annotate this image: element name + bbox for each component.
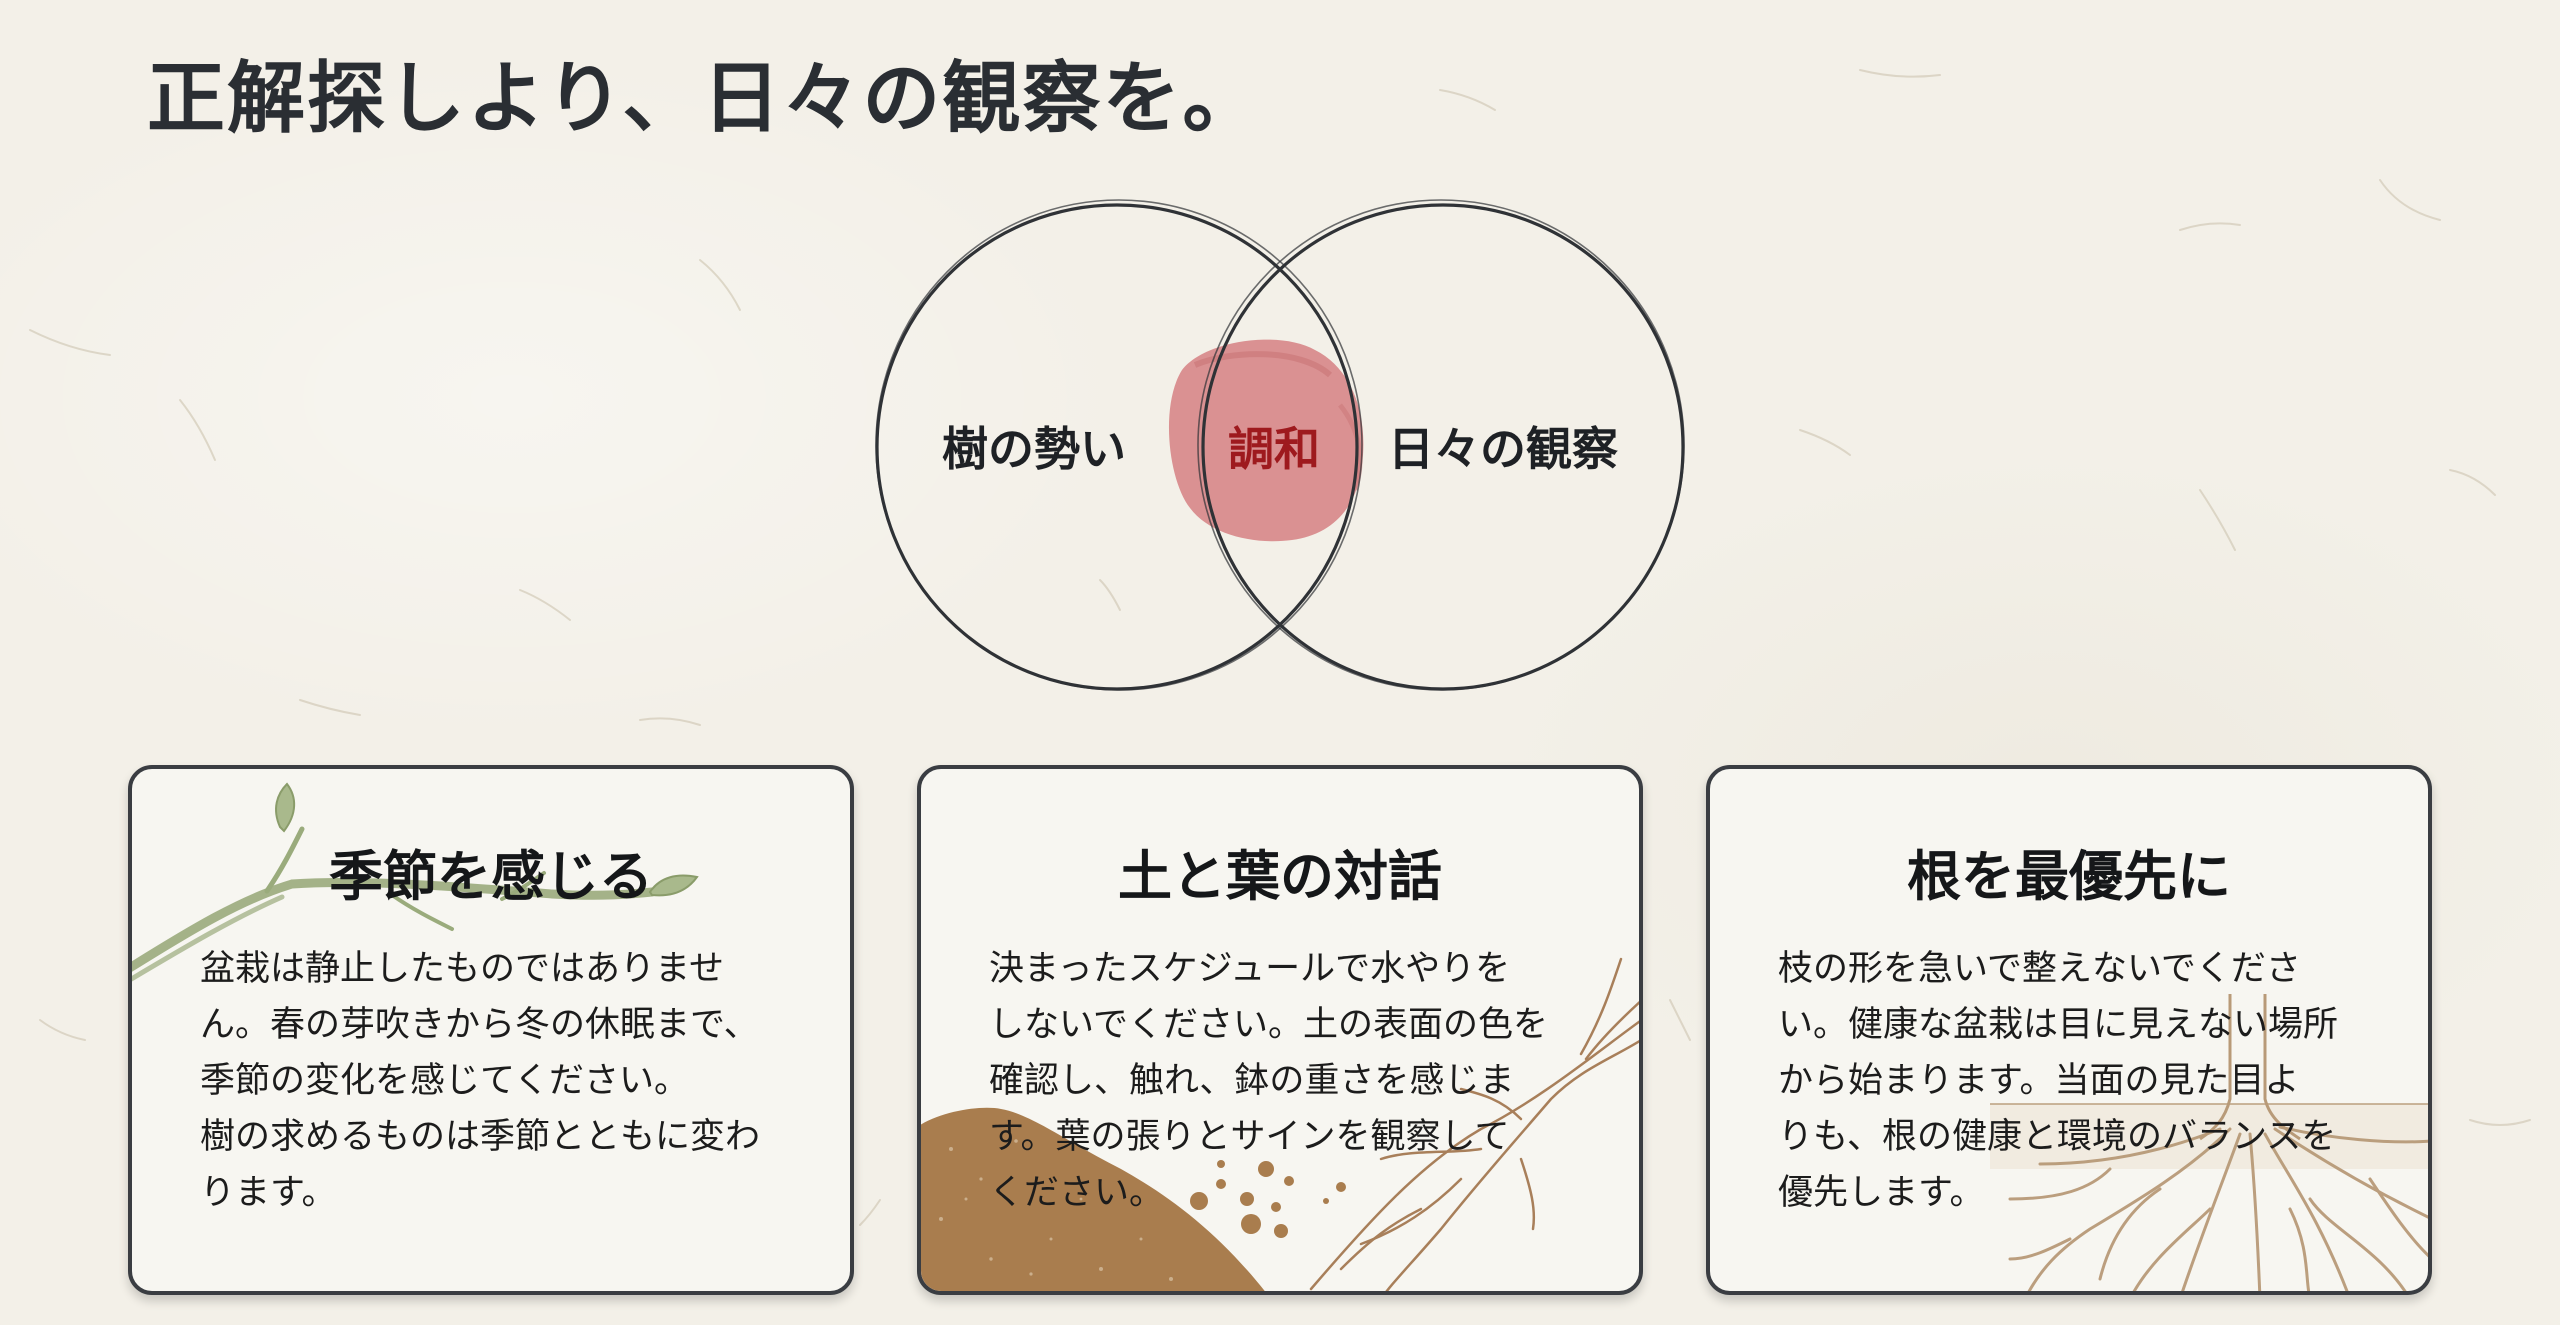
card-body-line: す。葉の張りとサインを観察して (989, 1117, 1510, 1157)
daily-observation-circle (1197, 199, 1685, 691)
card-body-line: 盆栽は静止したものではありませ (200, 949, 724, 989)
venn-circles (875, 199, 1685, 691)
venn-diagram: 樹の勢い 調和 日々の観察 (860, 190, 1700, 710)
card-soil-and-leaf-dialogue: 土と葉の対話 決まったスケジュールで水やりを しないでください。土の表面の色を … (917, 765, 1643, 1295)
card-body-line: 優先します。 (1778, 1173, 1985, 1213)
card-body-line: 枝の形を急いで整えないでくださ (1778, 949, 2301, 989)
harmony-blot-icon (1168, 339, 1364, 542)
card-body-line: ん。春の芽吹きから冬の休眠まで、 (200, 1005, 759, 1045)
card-body: 決まったスケジュールで水やりを しないでください。土の表面の色を 確認し、触れ、… (989, 941, 1609, 1221)
card-body-line: りも、根の健康と環境のバランスを (1778, 1117, 2337, 1157)
page-title: 正解探しより、日々の観察を。 (147, 53, 1263, 144)
venn-label-harmony: 調和 (1228, 422, 1320, 476)
card-roots-first: 根を最優先に 枝の形を急いで整えないでくださ い。健康な盆栽は目に見えない場所 … (1706, 765, 2432, 1295)
venn-label-tree-vigor: 樹の勢い (942, 422, 1126, 476)
card-title: 根を最優先に (1907, 844, 2231, 908)
card-body-line: 季節の変化を感じてください。 (200, 1061, 689, 1101)
card-body: 盆栽は静止したものではありませ ん。春の芽吹きから冬の休眠まで、 季節の変化を感… (200, 941, 820, 1221)
card-title: 土と葉の対話 (1118, 844, 1442, 908)
tree-vigor-circle (875, 199, 1363, 691)
card-body-line: い。健康な盆栽は目に見えない場所 (1778, 1005, 2339, 1045)
card-body-line: しないでください。土の表面の色を (989, 1005, 1548, 1045)
card-body-line: から始まります。当面の見た目よ (1778, 1061, 2300, 1101)
card-body-line: ります。 (200, 1173, 337, 1213)
card-body-line: ください。 (989, 1173, 1165, 1213)
card-body-line: 確認し、触れ、鉢の重さを感じま (989, 1061, 1515, 1101)
card-title: 季節を感じる (329, 844, 653, 908)
card-body: 枝の形を急いで整えないでくださ い。健康な盆栽は目に見えない場所 から始まります… (1778, 941, 2398, 1221)
venn-label-daily-observation: 日々の観察 (1388, 422, 1618, 476)
card-feel-the-seasons: 季節を感じる 盆栽は静止したものではありませ ん。春の芽吹きから冬の休眠まで、 … (128, 765, 854, 1295)
card-body-line: 樹の求めるものは季節とともに変わ (200, 1117, 761, 1157)
card-body-line: 決まったスケジュールで水やりを (989, 949, 1511, 989)
